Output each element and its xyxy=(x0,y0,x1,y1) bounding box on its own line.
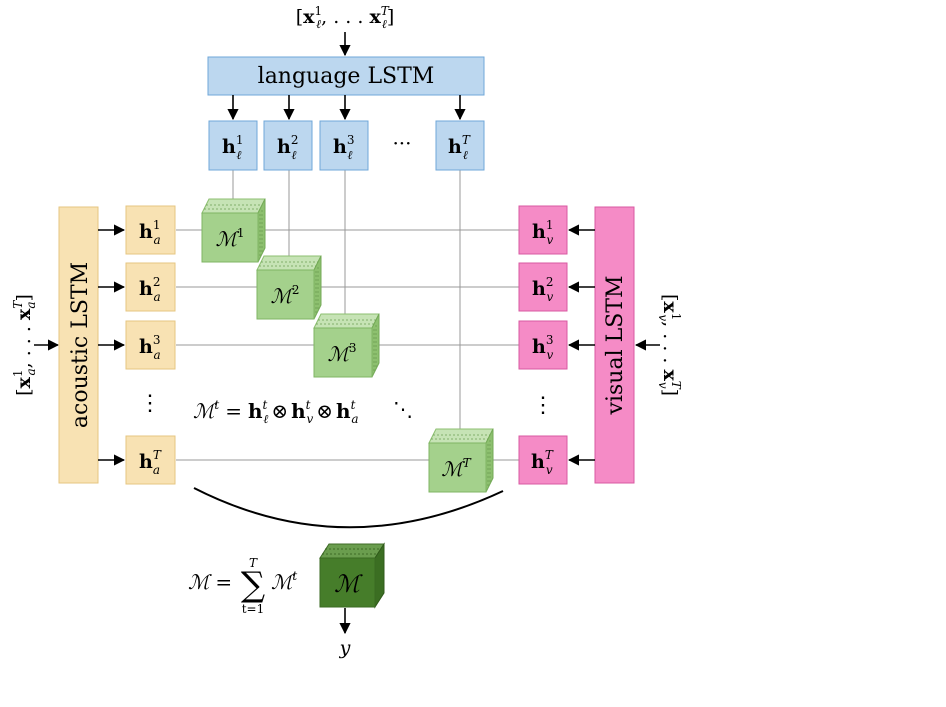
acoustic-vertical-ellipsis: ⋮ xyxy=(139,391,161,416)
svg-text:h3a: h3a xyxy=(139,333,161,362)
acoustic-hidden-arrows xyxy=(98,224,126,466)
svg-text:h1v: h1v xyxy=(532,218,553,247)
svg-text:ℳ2: ℳ2 xyxy=(270,283,299,308)
language-lstm-label: language LSTM xyxy=(258,64,435,89)
acoustic-input-label: [x1a, . . . xTa] xyxy=(11,294,38,396)
svg-text:h3ℓ: h3ℓ xyxy=(333,133,354,162)
tensor-cube-2: ℳ2 xyxy=(256,255,322,320)
svg-text:h2ℓ: h2ℓ xyxy=(277,133,298,162)
svg-text:ℳt: ℳt xyxy=(271,569,297,594)
tensor-cube-3: ℳ3 xyxy=(313,313,380,378)
visual-lstm-box xyxy=(594,206,635,484)
svg-text:ℳ3: ℳ3 xyxy=(327,341,356,366)
svg-text:h2a: h2a xyxy=(139,275,161,304)
visual-lstm-label: visual LSTM xyxy=(603,276,628,416)
svg-text:∑: ∑ xyxy=(241,565,265,605)
svg-text:ℳ: ℳ xyxy=(334,570,363,598)
visual-hidden-arrows xyxy=(567,224,595,466)
language-horizontal-ellipsis: ··· xyxy=(392,131,411,155)
svg-text:h1a: h1a xyxy=(139,218,161,247)
svg-text:h1ℓ: h1ℓ xyxy=(222,133,243,162)
svg-text:h3v: h3v xyxy=(532,333,553,362)
language-hidden-arrows xyxy=(227,95,466,121)
svg-text:T: T xyxy=(249,556,258,570)
svg-text:ℳ=: ℳ= xyxy=(188,570,232,594)
diagonal-ellipsis: ⋱ xyxy=(393,397,413,421)
tensor-cube-T: ℳT xyxy=(428,428,494,493)
acoustic-lstm-label: acoustic LSTM xyxy=(68,262,93,428)
svg-text:t=1: t=1 xyxy=(242,602,265,616)
language-lstm-box xyxy=(207,56,485,96)
visual-input-label: [x1v, . . . xTv] xyxy=(656,294,683,396)
svg-text:ℳT: ℳT xyxy=(441,456,471,481)
svg-text:hTℓ: hTℓ xyxy=(448,133,471,162)
sum-equation: ℳ= ∑ T t=1 ℳt xyxy=(188,556,297,616)
svg-text:hTv: hTv xyxy=(531,448,554,477)
final-tensor-cube: ℳ xyxy=(319,542,385,609)
visual-vertical-ellipsis: ⋮ xyxy=(532,393,554,418)
acoustic-lstm-box xyxy=(58,206,99,484)
tensor-cube-1: ℳ1 xyxy=(201,198,266,263)
summation-brace xyxy=(193,487,504,529)
output-label: y xyxy=(339,637,351,659)
svg-text:ℳ1: ℳ1 xyxy=(215,226,244,251)
svg-text:h2v: h2v xyxy=(532,275,553,304)
svg-text:hTa: hTa xyxy=(139,448,162,477)
